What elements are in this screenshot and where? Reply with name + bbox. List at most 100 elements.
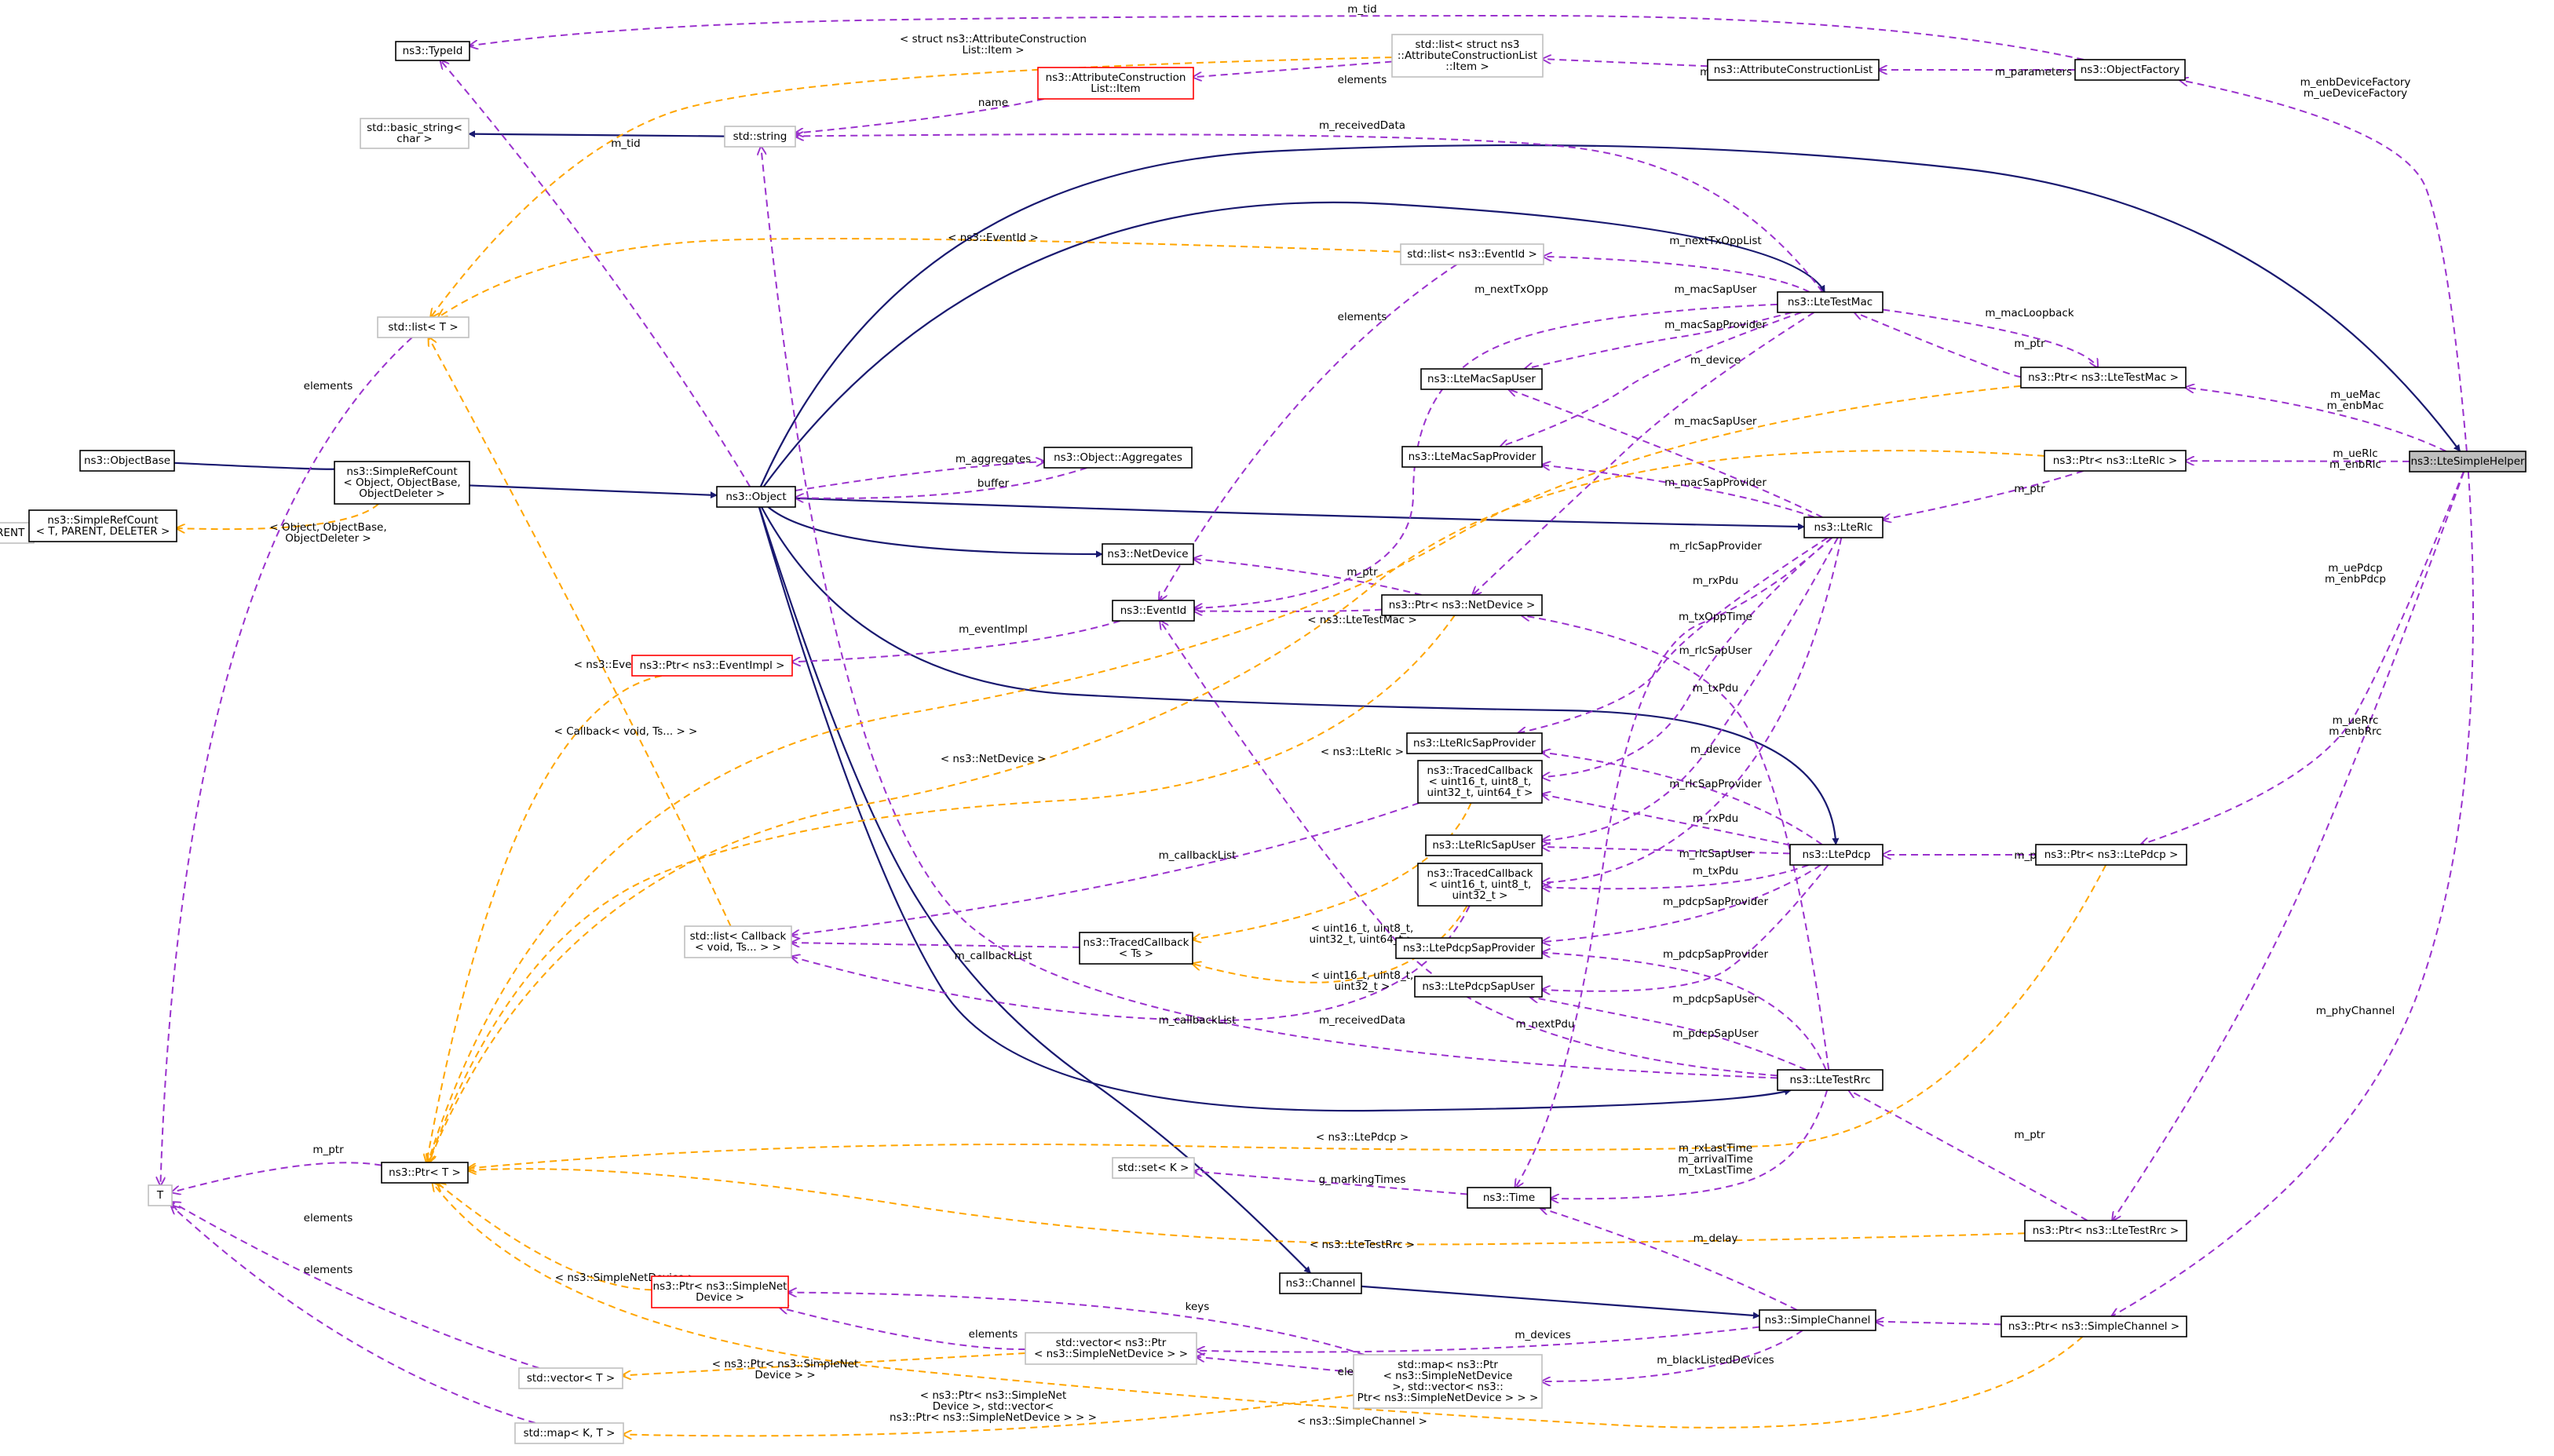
node-ptr-simple-net-device[interactable]: ns3::Ptr< ns3::SimpleNetDevice >	[651, 1275, 789, 1308]
member-edge-map-kt-to-t	[171, 1206, 536, 1424]
node-object-base[interactable]: ns3::ObjectBase	[79, 450, 175, 472]
node-channel[interactable]: ns3::Channel	[1279, 1272, 1362, 1294]
node-box	[360, 118, 470, 149]
node-label: < Ts >	[1119, 947, 1153, 960]
edge-label-m-callback-list-c: m_callbackList	[1159, 1014, 1237, 1027]
node-stdstring[interactable]: std::string	[724, 126, 796, 148]
member-edge-lte-test-rrc-to-lte-pdcp-sap-user	[1530, 997, 1807, 1071]
edge-label-text: m_tid	[611, 137, 641, 150]
node-ptr-t[interactable]: ns3::Ptr< T >	[381, 1162, 469, 1184]
node-tc64[interactable]: ns3::TracedCallback< uint16_t, uint8_t,u…	[1417, 760, 1543, 804]
node-src-obj[interactable]: ns3::SimpleRefCount< Object, ObjectBase,…	[334, 461, 470, 505]
edge-label-text: < uint16_t, uint8_t,	[1311, 969, 1414, 982]
node-label: ObjectDeleter >	[359, 487, 444, 500]
edge-label-m-parameters: m_parameters	[1995, 66, 2072, 78]
node-lte-pdcp-sap-user[interactable]: ns3::LtePdcpSapUser	[1414, 976, 1543, 998]
node-aclist[interactable]: ns3::AttributeConstructionList	[1707, 59, 1880, 81]
template-edge-ptr-lte-pdcp-to-ptr-t	[468, 864, 2107, 1169]
node-lte-simple-helper[interactable]: ns3::LteSimpleHelper	[2409, 451, 2527, 473]
node-label: Device >	[696, 1291, 744, 1304]
node-ptr-event-impl[interactable]: ns3::Ptr< ns3::EventImpl >	[631, 655, 793, 677]
node-box	[1025, 1332, 1197, 1365]
member-edge-simple-channel-to-time	[1540, 1208, 1798, 1311]
node-ptr-net-device[interactable]: ns3::Ptr< ns3::NetDevice >	[1381, 594, 1543, 616]
edge-label-vec-tmpl: < ns3::Ptr< ns3::SimpleNetDevice > >	[712, 1358, 859, 1381]
node-lte-pdcp[interactable]: ns3::LtePdcp	[1789, 844, 1884, 866]
node-list-acitem[interactable]: std::list< struct ns3::AttributeConstruc…	[1391, 34, 1544, 78]
node-lte-test-mac[interactable]: ns3::LteTestMac	[1777, 291, 1884, 313]
node-list-event-id[interactable]: std::list< ns3::EventId >	[1400, 243, 1544, 265]
edge-label-text: m_enbDeviceFactory	[2300, 76, 2411, 89]
node-label: ns3::TypeId	[403, 45, 463, 57]
edge-label-text: m_device	[1690, 354, 1741, 367]
node-label: ns3::LteRlcSapUser	[1432, 839, 1536, 852]
edge-label-text: m_ptr	[1346, 566, 1378, 578]
node-lte-rlc-sap-user[interactable]: ns3::LteRlcSapUser	[1425, 834, 1543, 856]
node-simple-channel[interactable]: ns3::SimpleChannel	[1759, 1309, 1876, 1331]
member-edge-lte-pdcp-to-lte-rlc-sap-provider	[1542, 752, 1823, 845]
node-object[interactable]: ns3::Object	[716, 486, 796, 508]
edge-label-src-tmpl: < Object, ObjectBase,ObjectDeleter >	[269, 521, 386, 545]
node-src-t[interactable]: ns3::SimpleRefCount< T, PARENT, DELETER …	[28, 509, 177, 542]
inheritance-edge-channel-to-simple-channel	[1361, 1285, 1760, 1319]
edge-label-elements-mid: elements	[1338, 311, 1387, 323]
node-ptr-simple-channel[interactable]: ns3::Ptr< ns3::SimpleChannel >	[2000, 1316, 2187, 1337]
node-label: Ptr< ns3::SimpleNetDevice > > >	[1357, 1392, 1539, 1404]
member-edge-ptr-t-to-t	[172, 1162, 382, 1192]
member-edge-lte-pdcp-to-lte-rlc-sap-user	[1542, 847, 1791, 855]
node-lte-rlc-sap-provider[interactable]: ns3::LteRlcSapProvider	[1406, 732, 1543, 754]
edge-label-text: < uint16_t, uint8_t,	[1311, 922, 1414, 935]
template-edge-ptr-net-device-to-ptr-t	[429, 615, 1456, 1162]
template-edge-tc32-to-traced-callback-ts	[1193, 905, 1468, 983]
node-ptr-lte-test-mac[interactable]: ns3::Ptr< ns3::LteTestMac >	[2020, 367, 2187, 389]
node-label: ::Item >	[1445, 60, 1489, 73]
node-label: < Object, ObjectBase,	[343, 476, 460, 489]
node-lte-mac-sap-user[interactable]: ns3::LteMacSapUser	[1420, 368, 1543, 390]
node-aggregates[interactable]: ns3::Object::Aggregates	[1043, 447, 1193, 469]
node-time[interactable]: ns3::Time	[1467, 1187, 1551, 1209]
node-lte-mac-sap-provider[interactable]: ns3::LteMacSapProvider	[1401, 446, 1543, 468]
node-label: uint32_t, uint64_t >	[1427, 786, 1533, 799]
edge-label-text: < ns3::NetDevice >	[941, 753, 1046, 765]
node-ptr-lte-rlc[interactable]: ns3::Ptr< ns3::LteRlc >	[2044, 450, 2187, 472]
node-event-id[interactable]: ns3::EventId	[1112, 600, 1195, 622]
node-basic-string[interactable]: std::basic_string<char >	[360, 118, 470, 149]
node-box	[1803, 516, 1884, 538]
edge-label-m-ptr-nd: m_ptr	[1346, 566, 1378, 578]
node-type-id[interactable]: ns3::TypeId	[395, 41, 470, 61]
edge-label-m-tx-pdu-a: m_txPdu	[1693, 682, 1738, 695]
edge-label-text: m_nextPdu	[1515, 1018, 1574, 1031]
node-ptr-lte-test-rrc[interactable]: ns3::Ptr< ns3::LteTestRrc >	[2024, 1220, 2187, 1242]
node-list-callback[interactable]: std::list< Callback< void, Ts... > >	[684, 925, 792, 958]
node-lte-test-rrc[interactable]: ns3::LteTestRrc	[1777, 1069, 1884, 1091]
node-box	[1417, 863, 1543, 907]
edge-label-text: m_ptr	[2014, 338, 2045, 350]
edge-label-text: m_rlcSapUser	[1679, 644, 1752, 657]
node-map-kt[interactable]: std::map< K, T >	[514, 1422, 624, 1444]
node-parent[interactable]: PARENT	[0, 522, 35, 544]
node-lte-pdcp-sap-provider[interactable]: ns3::LtePdcpSapProvider	[1395, 937, 1543, 959]
member-edge-time-to-set-k	[1194, 1171, 1468, 1195]
member-edge-lte-pdcp-to-lte-pdcp-sap-user	[1542, 864, 1829, 991]
edge-label-m-devices: m_devices	[1514, 1329, 1570, 1341]
edge-label-m-aggregates: m_aggregates	[955, 453, 1031, 465]
node-acitem[interactable]: ns3::AttributeConstructionList::Item	[1037, 67, 1194, 100]
edge-label-text: Device >, std::vector<	[933, 1400, 1054, 1413]
member-edge-lte-simple-helper-to-ptr-simple-channel	[2112, 471, 2474, 1316]
node-vec-ptr-snd[interactable]: std::vector< ns3::Ptr< ns3::SimpleNetDev…	[1025, 1332, 1197, 1365]
node-lte-rlc[interactable]: ns3::LteRlc	[1803, 516, 1884, 538]
node-net-device[interactable]: ns3::NetDevice	[1102, 543, 1194, 565]
member-edge-traced-callback-ts-to-list-callback	[791, 943, 1080, 948]
node-vector-t[interactable]: std::vector< T >	[518, 1367, 623, 1389]
node-map-ptr-snd[interactable]: std::map< ns3::Ptr< ns3::SimpleNetDevice…	[1353, 1354, 1543, 1409]
node-tc32[interactable]: ns3::TracedCallback< uint16_t, uint8_t,u…	[1417, 863, 1543, 907]
edge-label-text: m_ptr	[2014, 1129, 2045, 1141]
edge-label-elements-t-a: elements	[304, 1212, 353, 1224]
node-stdlist-t[interactable]: std::list< T >	[377, 316, 470, 338]
node-set-k[interactable]: std::set< K >	[1112, 1157, 1195, 1179]
node-object-factory[interactable]: ns3::ObjectFactory	[2074, 59, 2186, 81]
node-traced-callback-ts[interactable]: ns3::TracedCallback< Ts >	[1079, 932, 1193, 965]
node-ptr-lte-pdcp[interactable]: ns3::Ptr< ns3::LtePdcp >	[2035, 844, 2187, 866]
node-t[interactable]: T	[148, 1184, 173, 1206]
edge-label-m-phy-channel: m_phyChannel	[2316, 1005, 2395, 1017]
